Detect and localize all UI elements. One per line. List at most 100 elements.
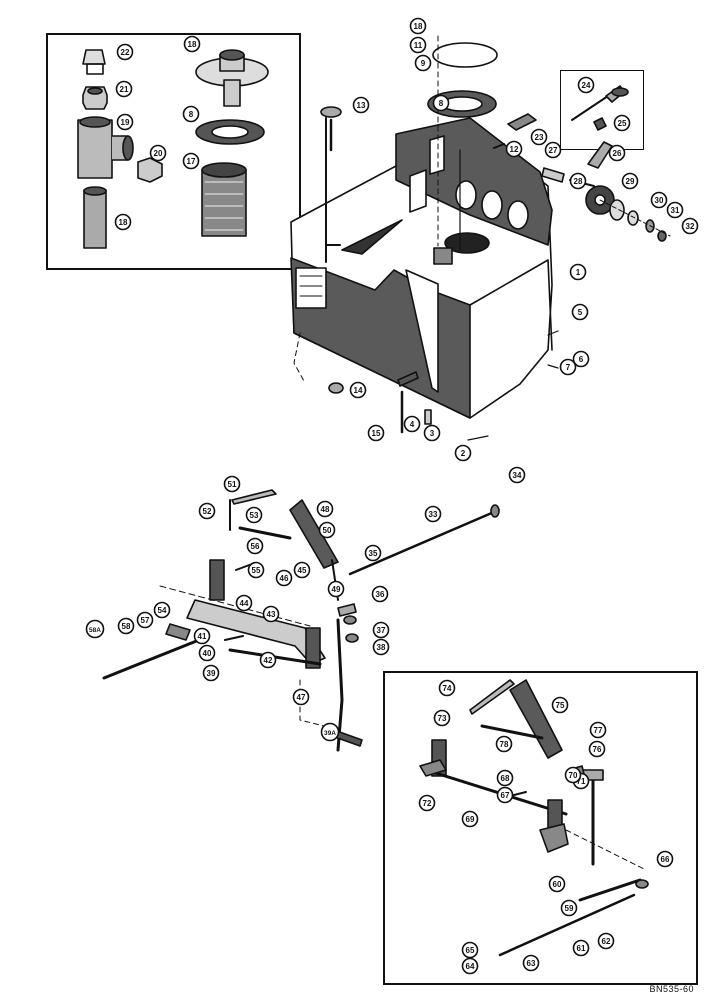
callout-circle bbox=[116, 113, 134, 131]
callout-label: 73 bbox=[438, 714, 447, 723]
callout-11: 11 bbox=[409, 36, 427, 54]
callout-label: 31 bbox=[671, 206, 680, 215]
callout-label: 58 bbox=[122, 622, 131, 631]
callout-circle bbox=[223, 475, 241, 493]
callout-label: 37 bbox=[377, 626, 386, 635]
callout-circle bbox=[414, 54, 432, 72]
callout-circle bbox=[262, 605, 280, 623]
callout-label: 47 bbox=[297, 693, 306, 702]
callout-label: 29 bbox=[626, 177, 635, 186]
callout-22: 22 bbox=[116, 43, 134, 61]
callout-33: 33 bbox=[424, 505, 442, 523]
callout-label: 74 bbox=[443, 684, 452, 693]
callout-50: 50 bbox=[318, 521, 336, 539]
callout-circle bbox=[275, 569, 293, 587]
callout-circle bbox=[403, 415, 421, 433]
callout-54: 54 bbox=[153, 601, 171, 619]
callout-circle bbox=[433, 709, 451, 727]
callout-7: 7 bbox=[559, 358, 577, 376]
callout-18: 18 bbox=[114, 213, 132, 231]
callout-58: 58 bbox=[117, 617, 135, 635]
callout-label: 14 bbox=[354, 386, 363, 395]
callout-label: 65 bbox=[466, 946, 475, 955]
callout-63: 63 bbox=[522, 954, 540, 972]
callout-circle bbox=[572, 939, 590, 957]
callout-circle bbox=[183, 35, 201, 53]
callout-70: 70 bbox=[564, 766, 582, 784]
callout-circle bbox=[85, 619, 105, 639]
callout-label: 40 bbox=[203, 649, 212, 658]
callout-label: 76 bbox=[593, 745, 602, 754]
callout-21: 21 bbox=[115, 80, 133, 98]
callout-68: 68 bbox=[496, 769, 514, 787]
callout-62: 62 bbox=[597, 932, 615, 950]
callout-56: 56 bbox=[246, 537, 264, 555]
callout-label: 24 bbox=[582, 81, 591, 90]
callout-1: 1 bbox=[569, 263, 587, 281]
callout-circle bbox=[597, 932, 615, 950]
callout-label: 68 bbox=[501, 774, 510, 783]
callout-circle bbox=[349, 381, 367, 399]
callout-label: 9 bbox=[421, 59, 426, 68]
callout-64: 64 bbox=[461, 957, 479, 975]
callout-label: 57 bbox=[141, 616, 150, 625]
callout-9: 9 bbox=[414, 54, 432, 72]
callout-circle bbox=[153, 601, 171, 619]
callout-label: 11 bbox=[414, 41, 423, 50]
callout-circle bbox=[259, 651, 277, 669]
callout-8: 8 bbox=[182, 105, 200, 123]
callout-circle bbox=[432, 94, 450, 112]
callout-label: 67 bbox=[501, 791, 510, 800]
callout-65: 65 bbox=[461, 941, 479, 959]
callout-35: 35 bbox=[364, 544, 382, 562]
callout-label: 78 bbox=[500, 740, 509, 749]
callout-label: 48 bbox=[321, 505, 330, 514]
callout-label: 23 bbox=[535, 133, 544, 142]
callout-circle bbox=[364, 544, 382, 562]
callout-circle bbox=[559, 358, 577, 376]
callout-label: 27 bbox=[549, 146, 558, 155]
callout-label: 34 bbox=[513, 471, 522, 480]
callout-55: 55 bbox=[247, 561, 265, 579]
callout-circle bbox=[423, 424, 441, 442]
callout-label: 75 bbox=[556, 701, 565, 710]
callout-circle bbox=[589, 721, 607, 739]
callout-label: 33 bbox=[429, 510, 438, 519]
callout-14: 14 bbox=[349, 381, 367, 399]
callout-circle bbox=[666, 201, 684, 219]
callout-label: 64 bbox=[466, 962, 475, 971]
callout-47: 47 bbox=[292, 688, 310, 706]
callout-circle bbox=[454, 444, 472, 462]
callout-circle bbox=[202, 664, 220, 682]
callout-78: 78 bbox=[495, 735, 513, 753]
callout-circle bbox=[372, 621, 390, 639]
callout-label: 38 bbox=[377, 643, 386, 652]
callout-label: 51 bbox=[228, 480, 237, 489]
callout-label: 62 bbox=[602, 937, 611, 946]
callout-circle bbox=[461, 941, 479, 959]
callout-circle bbox=[246, 537, 264, 555]
callout-58A: 58A bbox=[85, 619, 105, 639]
callout-77: 77 bbox=[589, 721, 607, 739]
callout-39A: 39A bbox=[320, 722, 340, 742]
callout-circle bbox=[560, 899, 578, 917]
callout-circle bbox=[245, 506, 263, 524]
callout-label: 61 bbox=[577, 944, 586, 953]
callout-circle bbox=[182, 152, 200, 170]
callout-label: 13 bbox=[357, 101, 366, 110]
drawing-code: BN535-60 bbox=[649, 984, 694, 994]
callout-circle bbox=[352, 96, 370, 114]
callout-circle bbox=[569, 263, 587, 281]
callout-circle bbox=[496, 786, 514, 804]
callout-59: 59 bbox=[560, 899, 578, 917]
callout-3: 3 bbox=[423, 424, 441, 442]
callout-18: 18 bbox=[409, 17, 427, 35]
callout-40: 40 bbox=[198, 644, 216, 662]
callout-66: 66 bbox=[656, 850, 674, 868]
callout-17: 17 bbox=[182, 152, 200, 170]
callout-circle bbox=[247, 561, 265, 579]
callout-72: 72 bbox=[418, 794, 436, 812]
callout-label: 70 bbox=[569, 771, 578, 780]
callout-28: 28 bbox=[569, 172, 587, 190]
